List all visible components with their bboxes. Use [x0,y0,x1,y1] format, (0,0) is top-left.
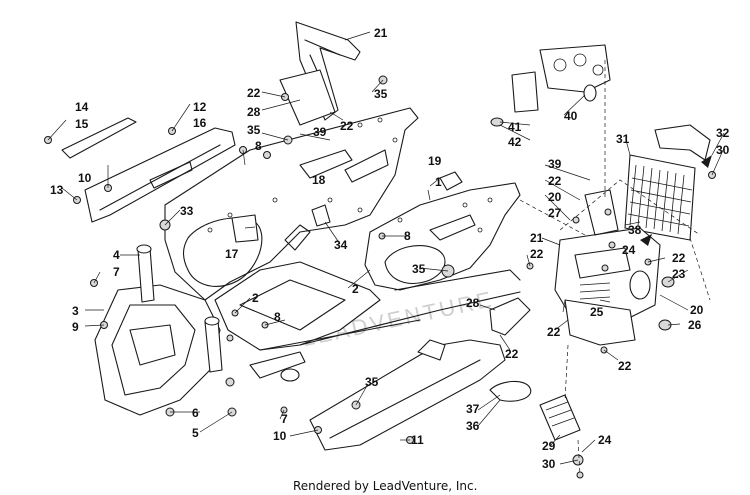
callout-11: 11 [411,433,424,447]
callout-6: 6 [192,406,199,420]
callout-38: 38 [628,223,642,237]
radiator-screen [624,124,711,241]
callout-3: 3 [72,304,79,318]
engine-assembly [490,44,611,127]
callout-42: 42 [508,135,522,149]
callout-30-a: 30 [716,143,730,157]
callout-20-b: 20 [690,303,704,317]
callout-39-a: 39 [313,125,327,139]
callout-24-b: 24 [598,433,612,447]
callout-22-e: 22 [672,251,686,265]
callout-8-a: 8 [255,139,262,153]
callout-27: 27 [548,206,562,220]
callout-16: 16 [193,116,207,130]
callout-35-a: 35 [374,87,388,101]
callout-20-a: 20 [548,190,562,204]
callout-2-a: 2 [252,291,259,305]
callout-10-b: 10 [273,429,287,443]
callout-39-b: 39 [548,157,562,171]
callout-26: 26 [688,318,702,332]
callout-1: 1 [435,175,442,189]
assembly-lines [519,60,711,476]
callout-8-c: 8 [404,229,411,243]
small-brackets [231,171,581,441]
callout-22-d: 22 [530,247,544,261]
callout-21-b: 21 [530,231,544,245]
callout-19: 19 [428,154,442,168]
callout-12: 12 [193,100,207,114]
callout-8-b: 8 [274,310,281,324]
leader-lines [47,31,725,465]
callout-31: 31 [616,132,630,146]
callout-14: 14 [75,100,89,114]
callout-32: 32 [716,126,730,140]
callout-22-g: 22 [505,347,519,361]
callout-10-a: 10 [78,171,92,185]
callout-22-f: 22 [547,325,561,339]
callout-23: 23 [672,267,686,281]
callout-28-a: 28 [247,105,261,119]
callout-40: 40 [564,109,578,123]
main-frame [94,107,521,416]
callout-35-d: 35 [365,375,379,389]
callout-15: 15 [75,117,89,131]
callout-22-a: 22 [247,86,261,100]
steering-bracket [279,21,361,126]
callout-33: 33 [180,204,194,218]
callout-4: 4 [113,248,120,262]
callout-7-a: 7 [113,265,120,279]
footer-credit: Rendered by LeadVenture, Inc. [293,479,477,493]
callout-7-b: 7 [281,412,288,426]
callout-22-c: 22 [548,174,562,188]
callout-18: 18 [312,173,326,187]
callout-17: 17 [225,247,239,261]
front-bumper [61,117,236,223]
callout-25: 25 [590,305,604,319]
callout-22-b: 22 [340,119,354,133]
callout-41: 41 [508,120,522,134]
callout-5: 5 [192,426,199,440]
callout-2-b: 2 [352,282,359,296]
callout-29: 29 [542,439,556,453]
callout-24-a: 24 [622,243,636,257]
callout-22-h: 22 [618,359,632,373]
callout-28-b: 28 [466,296,480,310]
callout-13: 13 [50,183,64,197]
callout-9: 9 [72,320,79,334]
callout-35-b: 35 [247,123,261,137]
callout-37: 37 [466,402,480,416]
callout-30-b: 30 [542,457,556,471]
callout-21-top: 21 [374,26,388,40]
callout-36: 36 [466,419,480,433]
callout-34: 34 [334,238,348,252]
callout-labels: 21 22 35 28 22 39 14 15 12 16 35 8 18 13… [50,26,730,471]
callout-35-c: 35 [412,262,426,276]
rear-bulkhead [554,189,675,346]
belly-pan [309,339,532,451]
